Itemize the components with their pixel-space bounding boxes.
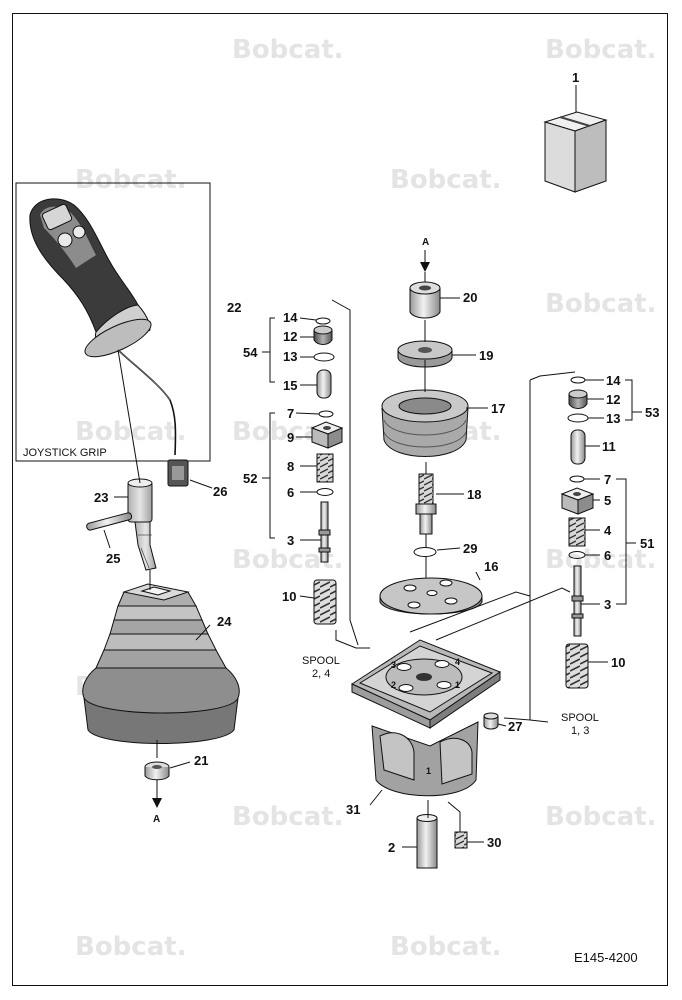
part-18-shaft <box>415 473 464 535</box>
part-19-plate <box>397 340 476 368</box>
part-29-oring <box>413 547 461 557</box>
callout-12-left: 12 <box>283 329 297 344</box>
callout-21: 21 <box>194 753 208 768</box>
watermark: Bobcat. <box>232 802 344 832</box>
spool-left-nums: 2, 4 <box>312 668 330 680</box>
callout-11: 11 <box>602 439 616 454</box>
part-27-fitting <box>483 712 507 730</box>
part-26-connector <box>167 459 213 489</box>
arrow-a-bottom-label: A <box>153 814 160 825</box>
port-2-label: 2 <box>391 680 396 690</box>
part-17-bellows <box>381 389 488 457</box>
part-22-joystick-grip <box>29 198 177 456</box>
housing-mark-label: 1 <box>426 766 431 776</box>
part-31-housing: 3 4 2 1 1 <box>350 639 502 806</box>
callout-14-right: 14 <box>606 373 621 388</box>
watermark: Bobcat. <box>75 932 187 962</box>
left-spool-assembly <box>310 317 344 625</box>
part-25-pin <box>86 512 133 549</box>
callout-4: 4 <box>604 523 612 538</box>
callout-3-left: 3 <box>287 533 294 548</box>
callout-1: 1 <box>572 70 579 85</box>
port-1-label: 1 <box>455 680 460 690</box>
drawing-border <box>12 13 668 986</box>
callout-22: 22 <box>227 300 241 315</box>
watermark: Bobcat. <box>390 932 502 962</box>
callout-12-right: 12 <box>606 392 620 407</box>
watermark: Bobcat. <box>75 417 187 447</box>
callout-52: 52 <box>243 471 257 486</box>
callout-24: 24 <box>217 614 232 629</box>
callout-30: 30 <box>487 835 501 850</box>
part-24-boot <box>82 583 240 744</box>
part-23-adapter <box>114 478 157 571</box>
callout-9: 9 <box>287 430 294 445</box>
watermark: Bobcat. <box>232 35 344 65</box>
watermark: Bobcat. <box>75 165 187 195</box>
callout-17: 17 <box>491 401 505 416</box>
right-spool-assembly <box>560 376 595 689</box>
left-spool-brackets <box>262 299 370 649</box>
joystick-grip-box: JOYSTICK GRIP <box>15 182 211 462</box>
callout-13-left: 13 <box>283 349 297 364</box>
watermark: Bobcat. <box>545 802 657 832</box>
port-3-label: 3 <box>391 660 396 670</box>
callout-5: 5 <box>604 493 611 508</box>
callout-7-right: 7 <box>604 472 611 487</box>
callout-54: 54 <box>243 345 258 360</box>
spool-left-label: SPOOL <box>302 655 340 667</box>
callout-23: 23 <box>94 490 108 505</box>
watermark: Bobcat. <box>545 545 657 575</box>
callout-51: 51 <box>640 536 654 551</box>
arrow-a-bottom: A <box>152 780 162 825</box>
callout-10-left: 10 <box>282 589 296 604</box>
watermark: Bobcat. <box>545 289 657 319</box>
callout-14-left: 14 <box>283 310 298 325</box>
callout-31: 31 <box>346 802 360 817</box>
callout-26: 26 <box>213 484 227 499</box>
callout-numbers: 1 22 26 23 25 24 21 14 12 54 13 15 7 9 8… <box>94 70 659 855</box>
callout-25: 25 <box>106 551 120 566</box>
callout-53: 53 <box>645 405 659 420</box>
callout-6-right: 6 <box>604 548 611 563</box>
callout-8: 8 <box>287 459 294 474</box>
watermark: Bobcat. <box>390 165 502 195</box>
callout-6-left: 6 <box>287 485 294 500</box>
watermark: Bobcat. <box>545 35 657 65</box>
right-spool-brackets <box>529 379 642 723</box>
callout-15: 15 <box>283 378 297 393</box>
drawing-code: E145-4200 <box>574 950 638 965</box>
callout-10-right: 10 <box>611 655 625 670</box>
callout-16: 16 <box>484 559 498 574</box>
part-21-nut <box>144 761 191 781</box>
part-20-nut <box>409 281 460 319</box>
callout-19: 19 <box>479 348 493 363</box>
part-16-plate <box>379 571 483 615</box>
callout-18: 18 <box>467 487 481 502</box>
joystick-grip-label: JOYSTICK GRIP <box>23 447 107 459</box>
callout-7-left: 7 <box>287 406 294 421</box>
spool-right-nums: 1, 3 <box>571 725 589 737</box>
callout-13-right: 13 <box>606 411 620 426</box>
arrow-a-top: A <box>420 237 430 272</box>
part-1-kit-box <box>543 85 608 193</box>
arrow-a-top-label: A <box>422 237 429 248</box>
callout-20: 20 <box>463 290 477 305</box>
part-30-plug <box>454 831 484 849</box>
spool-right-label: SPOOL <box>561 712 599 724</box>
callout-27: 27 <box>508 719 522 734</box>
callout-2: 2 <box>388 840 395 855</box>
part-2-pin <box>402 814 438 869</box>
callout-29: 29 <box>463 541 477 556</box>
port-4-label: 4 <box>455 657 460 667</box>
callout-3-right: 3 <box>604 597 611 612</box>
